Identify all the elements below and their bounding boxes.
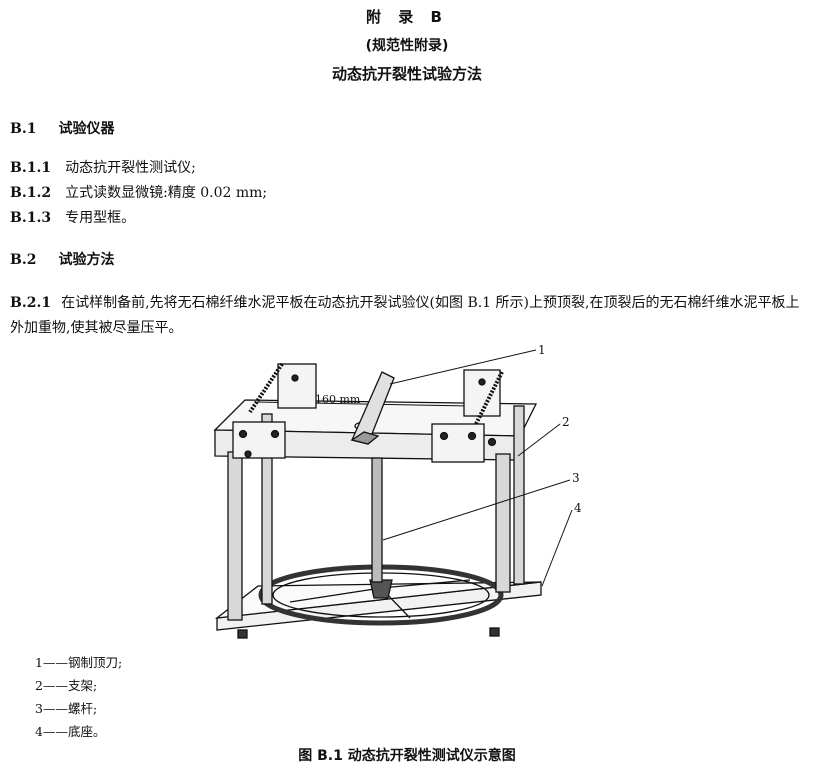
legend-item-3: 3——螺杆; xyxy=(35,701,98,716)
column-front-left xyxy=(227,451,243,621)
item-b13: B.1.3 专用型框。 xyxy=(10,207,135,227)
item-b12: B.1.2 立式读数显微镜:精度 0.02 mm; xyxy=(10,182,267,202)
section-number: B.2 xyxy=(10,252,37,268)
spring-left xyxy=(248,362,284,414)
item-text: 立式读数显微镜:精度 0.02 mm; xyxy=(65,185,268,201)
section-title: 试验方法 xyxy=(58,252,115,268)
section-b2-heading: B.2 试验方法 xyxy=(10,249,114,269)
clamp-back-left xyxy=(277,363,317,409)
item-b11: B.1.1 动态抗开裂性测试仪; xyxy=(10,157,196,177)
column-front-right xyxy=(495,453,511,593)
clamp-front-right xyxy=(431,423,485,463)
appendix-heading: 动态抗开裂性试验方法 xyxy=(331,65,482,83)
legend-item-1: 1——钢制顶刀; xyxy=(35,655,123,670)
appendix-type: (规范性附录) xyxy=(365,38,449,54)
spring-right xyxy=(474,371,504,425)
callout-3: 3 xyxy=(572,471,580,485)
column-back-left xyxy=(261,413,273,605)
legend-item-4: 4——底座。 xyxy=(35,724,106,739)
legend-item-2: 2——支架; xyxy=(35,678,98,693)
item-number: B.1.1 xyxy=(10,160,52,176)
item-text: 专用型框。 xyxy=(65,210,136,226)
dimension-label: 160 mm xyxy=(315,393,361,406)
item-text: 动态抗开裂性测试仪; xyxy=(65,160,196,176)
figure-caption: 图 B.1 动态抗开裂性测试仪示意图 xyxy=(298,748,516,764)
section-title: 试验仪器 xyxy=(58,121,115,137)
clamp-back-right xyxy=(463,369,501,417)
item-text: 在试样制备前,先将无石棉纤维水泥平板在动态抗开裂试验仪(如图 B.1 所示)上预… xyxy=(10,295,800,336)
callout-4: 4 xyxy=(574,501,582,515)
item-number: B.2.1 xyxy=(10,295,52,311)
item-number: B.1.2 xyxy=(10,185,52,201)
center-screw xyxy=(371,457,383,583)
section-b1-heading: B.1 试验仪器 xyxy=(10,118,114,138)
test-apparatus-drawing: 160 mm 1 2 3 4 xyxy=(213,343,582,639)
callout-1: 1 xyxy=(538,343,546,357)
clamp-front-left xyxy=(232,421,286,459)
section-number: B.1 xyxy=(10,121,37,137)
appendix-title: 附 录 B xyxy=(366,8,448,26)
item-number: B.1.3 xyxy=(10,210,52,226)
callout-2: 2 xyxy=(562,415,570,429)
